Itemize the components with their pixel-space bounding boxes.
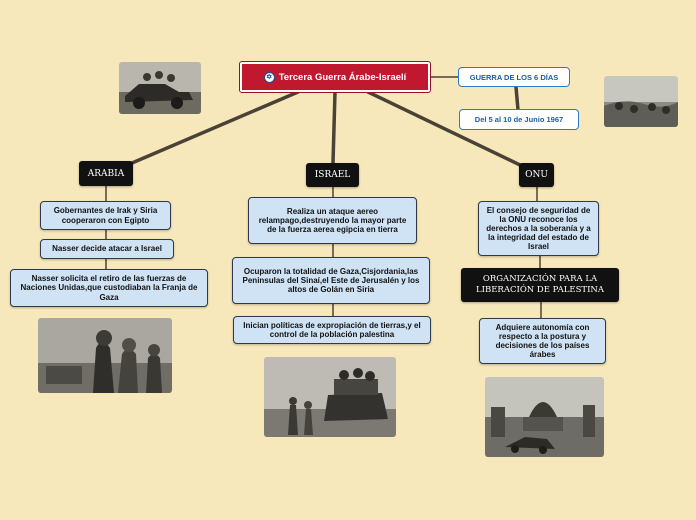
photo-halftrack: [264, 357, 396, 437]
branch-onu[interactable]: ONU: [519, 163, 554, 187]
photo-dome-jerusalem: [485, 377, 604, 457]
olp-item-1[interactable]: Adquiere autonomía con respecto a la pos…: [479, 318, 606, 364]
israel-flag-icon: ✡: [263, 71, 275, 83]
central-topic-label: Tercera Guerra Árabe-Israelí: [278, 71, 407, 83]
connector-central-israel: [331, 90, 337, 165]
israel-item-2[interactable]: Ocuparon la totalidad de Gaza,Cisjordani…: [232, 257, 430, 304]
connector-central-arabia: [130, 90, 300, 165]
connector-floating: [514, 85, 520, 112]
arabia-item-1[interactable]: Gobernantes de Irak y Siria cooperaron c…: [40, 201, 171, 230]
photo-jeep-soldiers: [119, 62, 201, 114]
connector-central-onu: [366, 90, 522, 167]
onu-item-1[interactable]: El consejo de seguridad de la ONU recono…: [478, 201, 599, 256]
israel-item-3[interactable]: Inician políticas de expropiación de tie…: [233, 316, 431, 344]
arabia-item-3[interactable]: Nasser solicita el retiro de las fuerzas…: [10, 269, 208, 307]
onu-sub-olp[interactable]: ORGANIZACIÓN PARA LA LIBERACIÓN DE PALES…: [461, 268, 619, 302]
central-topic[interactable]: ✡ Tercera Guerra Árabe-Israelí: [239, 61, 431, 93]
photo-commanders: [38, 318, 172, 393]
branch-israel[interactable]: ISRAEL: [306, 163, 359, 187]
arabia-item-2[interactable]: Nasser decide atacar a Israel: [40, 239, 174, 259]
israel-item-1[interactable]: Realiza un ataque aereo relampago,destru…: [248, 197, 417, 244]
floating-topic-six-days[interactable]: GUERRA DE LOS 6 DÍAS: [458, 67, 570, 87]
floating-topic-dates[interactable]: Del 5 al 10 de Junio 1967: [459, 109, 579, 130]
photo-troops-beach: [604, 76, 678, 127]
branch-arabia[interactable]: ARABIA: [79, 161, 133, 186]
